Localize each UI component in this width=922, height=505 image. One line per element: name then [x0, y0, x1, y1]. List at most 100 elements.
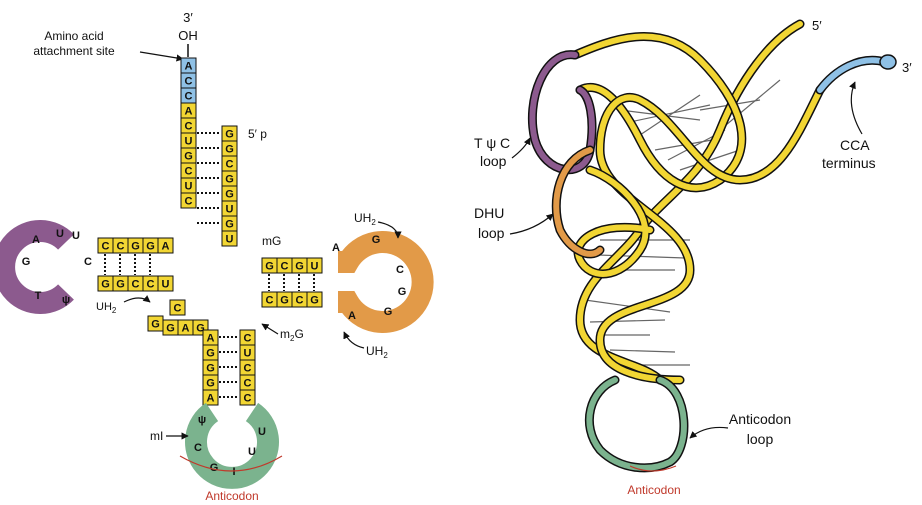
nucleotide-letter: C [185, 91, 193, 103]
nucleotide: G [143, 238, 158, 253]
nucleotide: G [203, 345, 218, 360]
nucleotide: U [240, 345, 255, 360]
nucleotide: G [222, 216, 237, 231]
nucleotide: G [203, 360, 218, 375]
t-arm-top: GCGU [262, 258, 322, 273]
nucleotide-letter: G [295, 261, 304, 273]
tertiary-structure: 5′ 3′ T ψ C loop DHU loop CCA terminus A… [474, 18, 912, 497]
nucleotide: G [277, 292, 292, 307]
nucleotide: A [203, 330, 218, 345]
nucleotide: U [181, 178, 196, 193]
nucleotide: C [98, 238, 113, 253]
nucleotide-letter: G [206, 363, 215, 375]
mg-label: mG [262, 234, 281, 248]
nucleotide-letter: C [185, 196, 193, 208]
anticodon-stem-right: CUCCC [240, 330, 255, 405]
nucleotide: G [163, 320, 178, 335]
nucleotide-letter: G [206, 348, 215, 360]
nucleotide-letter: U [226, 234, 234, 246]
cca-label-1: CCA [840, 137, 870, 153]
amino-acid-label-1: Amino acid [44, 29, 103, 43]
nucleotide-letter: U [244, 348, 252, 360]
nucleotide: C [113, 238, 128, 253]
nucleotide-letter: C [244, 363, 252, 375]
nucleotide: C [181, 163, 196, 178]
m2g-label: m2G [280, 327, 304, 343]
t-loop-nucleotide: C [396, 264, 404, 276]
t-loop-nucleotide: G [372, 234, 381, 246]
nucleotide-letter: G [101, 279, 110, 291]
amino-acid-arrow [140, 52, 183, 59]
nucleotide: G [292, 258, 307, 273]
nucleotide: G [307, 292, 322, 307]
nucleotide-letter: U [185, 181, 193, 193]
nucleotide: G [148, 316, 163, 331]
amino-acid-label-2: attachment site [33, 44, 115, 58]
nucleotide-letter: G [206, 378, 215, 390]
t-loop-nucleotide: A [332, 242, 340, 254]
nucleotide: G [203, 375, 218, 390]
nucleotide: C [181, 118, 196, 133]
nucleotide-letter: A [207, 333, 215, 345]
nucleotide: C [128, 276, 143, 291]
nucleotide-letter: C [266, 295, 274, 307]
uh2-left-label: UH2 [96, 301, 117, 315]
nucleotide-letter: C [296, 295, 304, 307]
nucleotide-letter: C [281, 261, 289, 273]
nucleotide: A [178, 320, 193, 335]
nucleotide-letter: C [132, 279, 140, 291]
nucleotide-letter: A [182, 323, 190, 335]
anticodon-loop-nucleotide: U [258, 426, 266, 438]
nucleotide-letter: A [185, 61, 193, 73]
nucleotide: C [170, 300, 185, 315]
nucleotide-letter: A [162, 241, 170, 253]
nucleotide-letter: G [225, 129, 234, 141]
t-loop-nucleotide: A [348, 310, 356, 322]
nucleotide: C [181, 88, 196, 103]
nucleotide-letter: C [185, 121, 193, 133]
nucleotide-letter: U [226, 204, 234, 216]
tpsic-label-2: loop [480, 153, 507, 169]
nucleotide: G [113, 276, 128, 291]
nucleotide-letter: C [102, 241, 110, 253]
nucleotide-letter: G [280, 295, 289, 307]
nucleotide-letter: A [207, 393, 215, 405]
t-loop-nucleotide: G [398, 286, 407, 298]
nucleotide-letter: G [310, 295, 319, 307]
anticodon-loop-nucleotide: I [232, 466, 235, 478]
nucleotide: A [181, 103, 196, 118]
left-oh: OH [178, 28, 198, 43]
right-five-prime: 5′ [812, 18, 822, 33]
anticodon-label-left: Anticodon [205, 489, 258, 503]
d-loop-nucleotide: U [72, 230, 80, 242]
nucleotide-letter: C [174, 303, 182, 315]
nucleotide: C [262, 292, 277, 307]
nucleotide: C [277, 258, 292, 273]
nucleotide: A [203, 390, 218, 405]
nucleotide-letter: G [225, 144, 234, 156]
nucleotide-letter: G [225, 174, 234, 186]
nucleotide: C [181, 193, 196, 208]
nucleotide: U [158, 276, 173, 291]
nucleotide: A [158, 238, 173, 253]
d-loop-nucleotide: U [56, 228, 64, 240]
anticodon-loop-nucleotide: ψ [198, 414, 206, 426]
nucleotide-letter: G [146, 241, 155, 253]
cca-label-2: terminus [822, 155, 876, 171]
nucleotide-letter: G [131, 241, 140, 253]
anticodon-loop-label-2: loop [747, 431, 774, 447]
nucleotide-letter: C [244, 393, 252, 405]
nucleotide-letter: C [117, 241, 125, 253]
mi-label: mI [150, 429, 163, 443]
nucleotide-letter: G [265, 261, 274, 273]
nucleotide: G [222, 126, 237, 141]
nucleotide: C [240, 360, 255, 375]
anticodon-loop-nucleotide: C [194, 442, 202, 454]
nucleotide-letter: G [151, 319, 160, 331]
